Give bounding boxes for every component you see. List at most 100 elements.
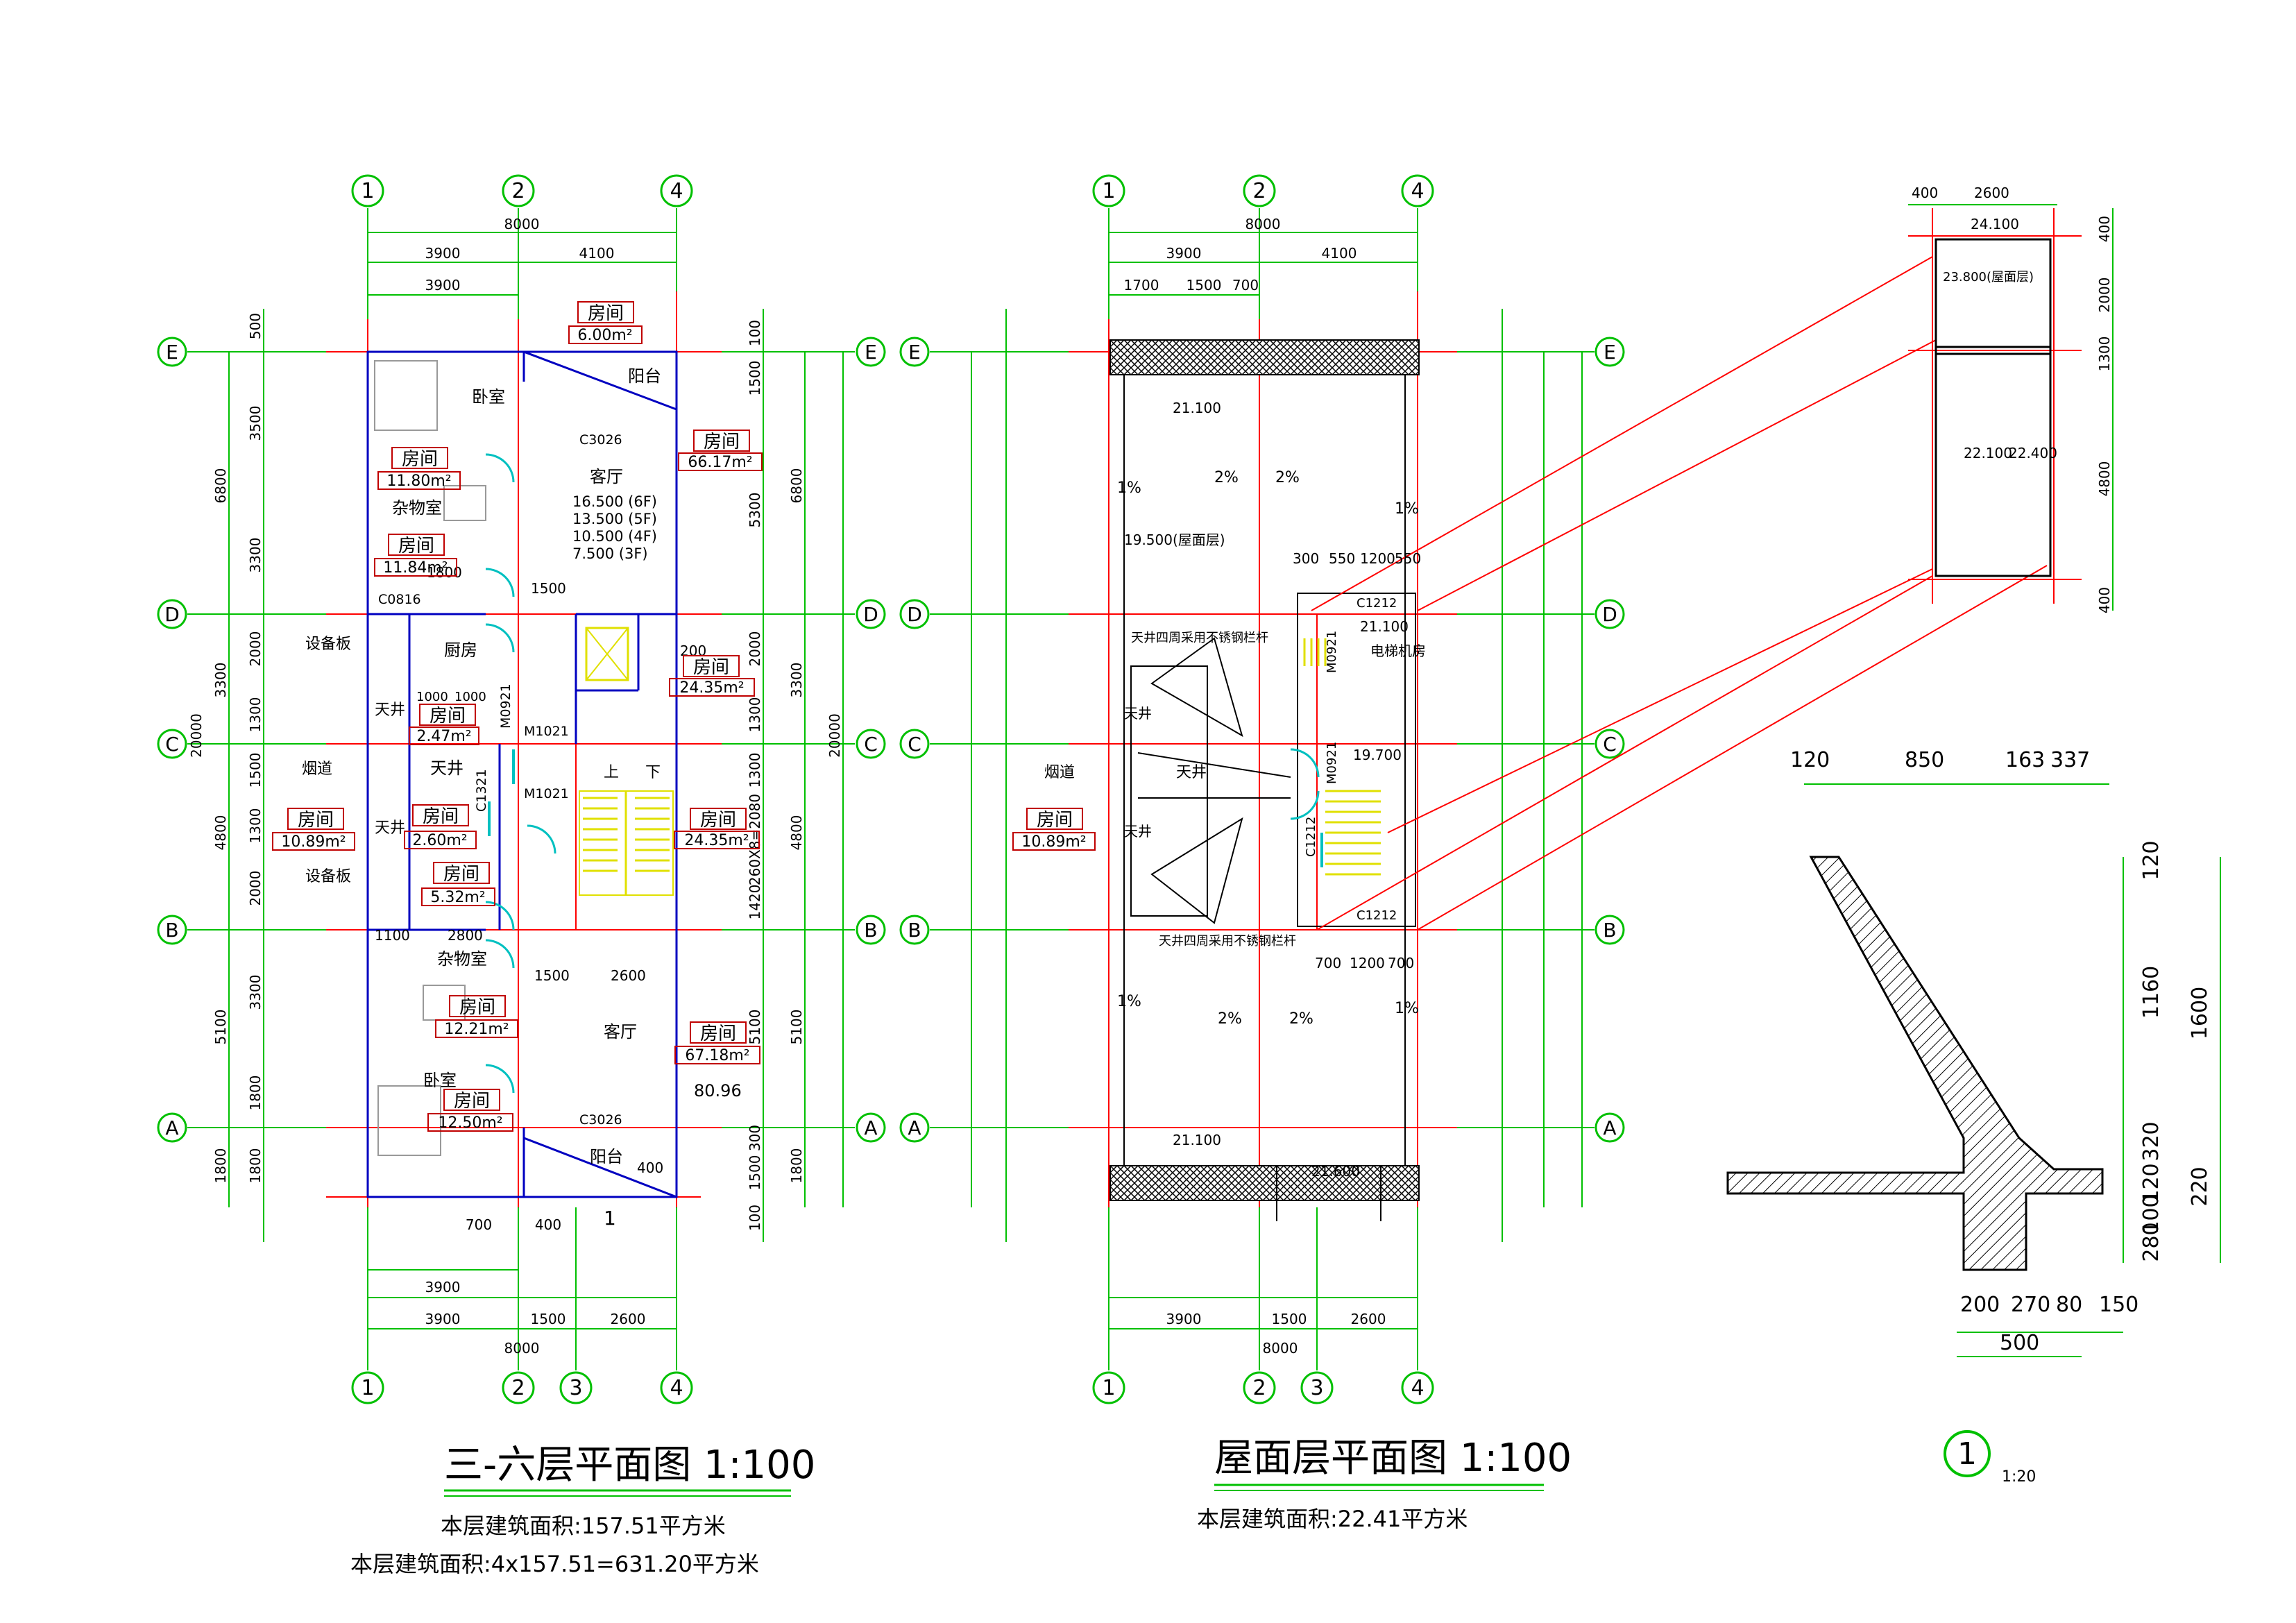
window-tag: C1212 [1357,596,1397,611]
dim-text: 3900 [1166,245,1202,262]
dim-text: 20000 [188,713,205,758]
dim-text: 220 [2188,1166,2212,1206]
doors-left [485,453,556,1094]
axis-label: B [1603,919,1616,942]
axis-label: A [1603,1116,1616,1139]
dim-text: 3500 [247,406,264,441]
room-tag-area: 24.35m² [679,679,744,697]
room-tag: 房间 12.21m² [435,995,518,1038]
dim-text: 300 [1293,550,1319,567]
axis-top-left: 1 2 4 [351,174,693,207]
axis-label: C [864,733,878,756]
room-name: 天井 [430,758,464,778]
doors-right [1290,748,1323,867]
elevation: 22.400 [2009,445,2057,461]
dim-text: 850 [1905,748,1944,772]
dim-text: 337 [2050,748,2090,772]
roof-outline [1123,374,1416,1221]
axis-label: D [164,603,180,626]
parapet-bottom [1109,1165,1420,1201]
room-tag-label: 房间 [423,806,459,827]
detail-mark-number: 1 [1957,1436,1977,1472]
room-name: 天井 [375,819,405,837]
room-name: 客厅 [604,1022,637,1042]
room-name: 阳台 [628,366,661,386]
roof-note: 天井四周采用不锈钢栏杆 [1131,631,1268,645]
room-tag: 房间 6.00m² [568,301,643,344]
dim-text: 2000 [247,631,264,667]
room-name: 阳台 [590,1147,623,1166]
dim-text: 1500 [531,580,566,597]
dim-text: 1500 [534,967,570,984]
dim-text: 8000 [504,216,540,232]
axis-label: E [908,341,921,364]
dim-text: 8000 [1263,1340,1298,1357]
axis-label: 2 [511,1376,525,1400]
slope-text: 2% [1275,469,1300,486]
dim-text: 400 [535,1216,561,1233]
axis-label: E [865,341,877,364]
dim-text: 4800 [212,815,229,851]
room-tag: 房间 12.50m² [427,1089,513,1132]
axis-top-right: 1 2 4 [1092,174,1434,207]
dim-text: 700 [466,1216,492,1233]
dim-text: 4100 [1322,245,1357,262]
leader-lines [1311,256,2048,931]
slope-text: 1% [1395,500,1419,518]
area-line: 本层建筑面积:22.41平方米 [1197,1506,1468,1532]
axis-label: E [166,341,178,364]
window-tag: C1321 [474,769,489,812]
dim-text: 1420 [747,885,763,920]
dim-text: 2800 [448,927,483,944]
room-tag: 房间 24.35m² [669,655,755,697]
axis-label: 4 [670,179,683,203]
dim-text: 4800 [788,815,805,851]
room-tag-area: 67.18m² [685,1047,749,1064]
dim-text: 1800 [247,1148,264,1184]
room-tag: 房间 2.47m² [409,704,479,745]
dim-text: 3900 [425,1311,461,1327]
plan-left: 1 2 4 1 2 3 4 E D C B A [157,174,886,1577]
parapet-top [1109,339,1420,375]
dim-text: 400 [637,1159,663,1176]
dim-text: 1000 [454,690,486,704]
dim-text: 3900 [425,245,461,262]
window-tag: M0921 [498,683,513,729]
dim-text: 120 [2139,1163,2163,1203]
slope-text: 2% [1214,469,1239,486]
dim-text: 4800 [2096,461,2113,497]
dim-text: 100 [2139,1194,2163,1234]
dim-text: 1700 [1124,277,1159,294]
grid-lines-left [326,291,722,1207]
elevation: 21.100 [1360,618,1409,635]
dim-text: 1300 [747,753,763,788]
room-tag-label: 房间 [704,432,740,452]
room-tag-label: 房间 [693,657,729,678]
axis-label: 4 [1411,179,1424,203]
dim-text: 200 [1960,1293,2000,1317]
axis-label: 3 [1310,1376,1323,1400]
room-tag-area: 12.21m² [444,1021,509,1038]
dim-text: 3900 [425,1279,461,1295]
dim-text: 3300 [788,663,805,698]
room-tag-area: 66.17m² [688,454,752,471]
room-tag: 房间 2.60m² [404,804,477,849]
dim-text: 260X8=2080 [747,794,763,885]
dim-text: 3300 [212,663,229,698]
dim-text: 120 [2139,840,2163,880]
dim-text: 270 [2011,1293,2050,1317]
room-name: 天井 [1124,823,1152,840]
room-name: 卧室 [472,387,505,407]
dim-text: 1600 [2188,987,2212,1039]
stair-up-label: 上 [604,764,619,781]
roof-room-tag: 房间 10.89m² [1012,808,1096,851]
room-tag-area: 2.60m² [412,832,467,849]
axis-label: A [908,1116,921,1139]
room-tag-label: 房间 [700,1023,736,1044]
elevation: 24.100 [1971,216,2019,232]
area-line: 本层建筑面积:4x157.51=631.20平方米 [350,1551,759,1577]
room-tag-label: 房间 [700,810,736,831]
elevation: 22.100 [1964,445,2012,461]
dim-text: 6800 [212,468,229,504]
window-tag: M0921 [1325,742,1339,784]
